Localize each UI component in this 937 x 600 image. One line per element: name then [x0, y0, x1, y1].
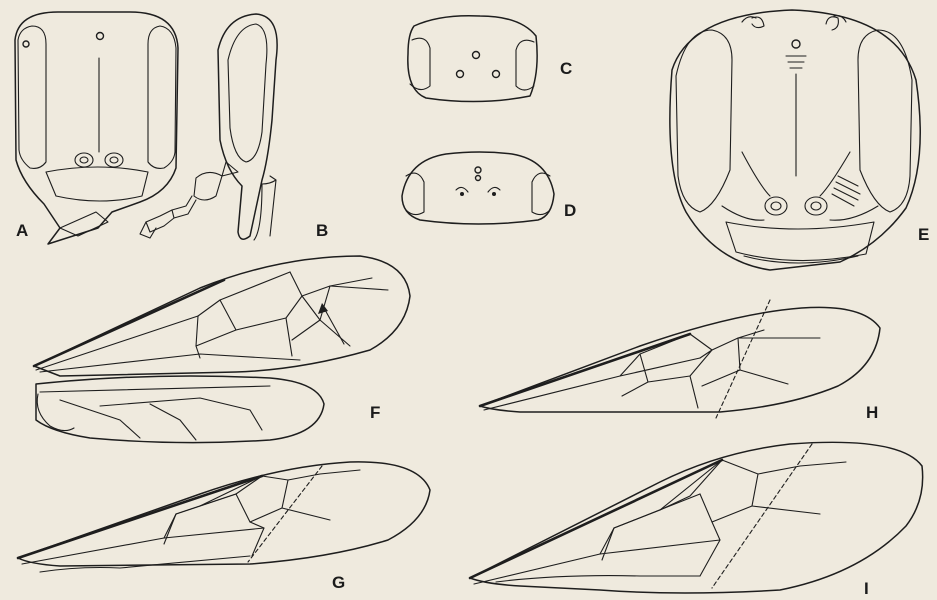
figure-i-fore-wing: I: [470, 442, 923, 598]
figure-b-head-lateral: B: [140, 14, 328, 240]
figure-c-head-dorsal: C: [408, 16, 572, 102]
figure-e-head-frontal: E: [670, 10, 929, 270]
figure-a-head-frontal: A: [15, 12, 178, 244]
label-c: C: [560, 59, 572, 78]
label-h: H: [866, 403, 878, 422]
label-d: D: [564, 201, 576, 220]
figure-d-head-dorsal: D: [402, 152, 576, 224]
figure-h-fore-wing: H: [480, 300, 880, 422]
figure-g-fore-wing: G: [18, 462, 430, 592]
label-a: A: [16, 221, 28, 240]
label-g: G: [332, 573, 345, 592]
label-f: F: [370, 403, 380, 422]
label-b: B: [316, 221, 328, 240]
label-i: I: [864, 579, 869, 598]
label-e: E: [918, 225, 929, 244]
figure-f-wings: F: [34, 256, 410, 443]
